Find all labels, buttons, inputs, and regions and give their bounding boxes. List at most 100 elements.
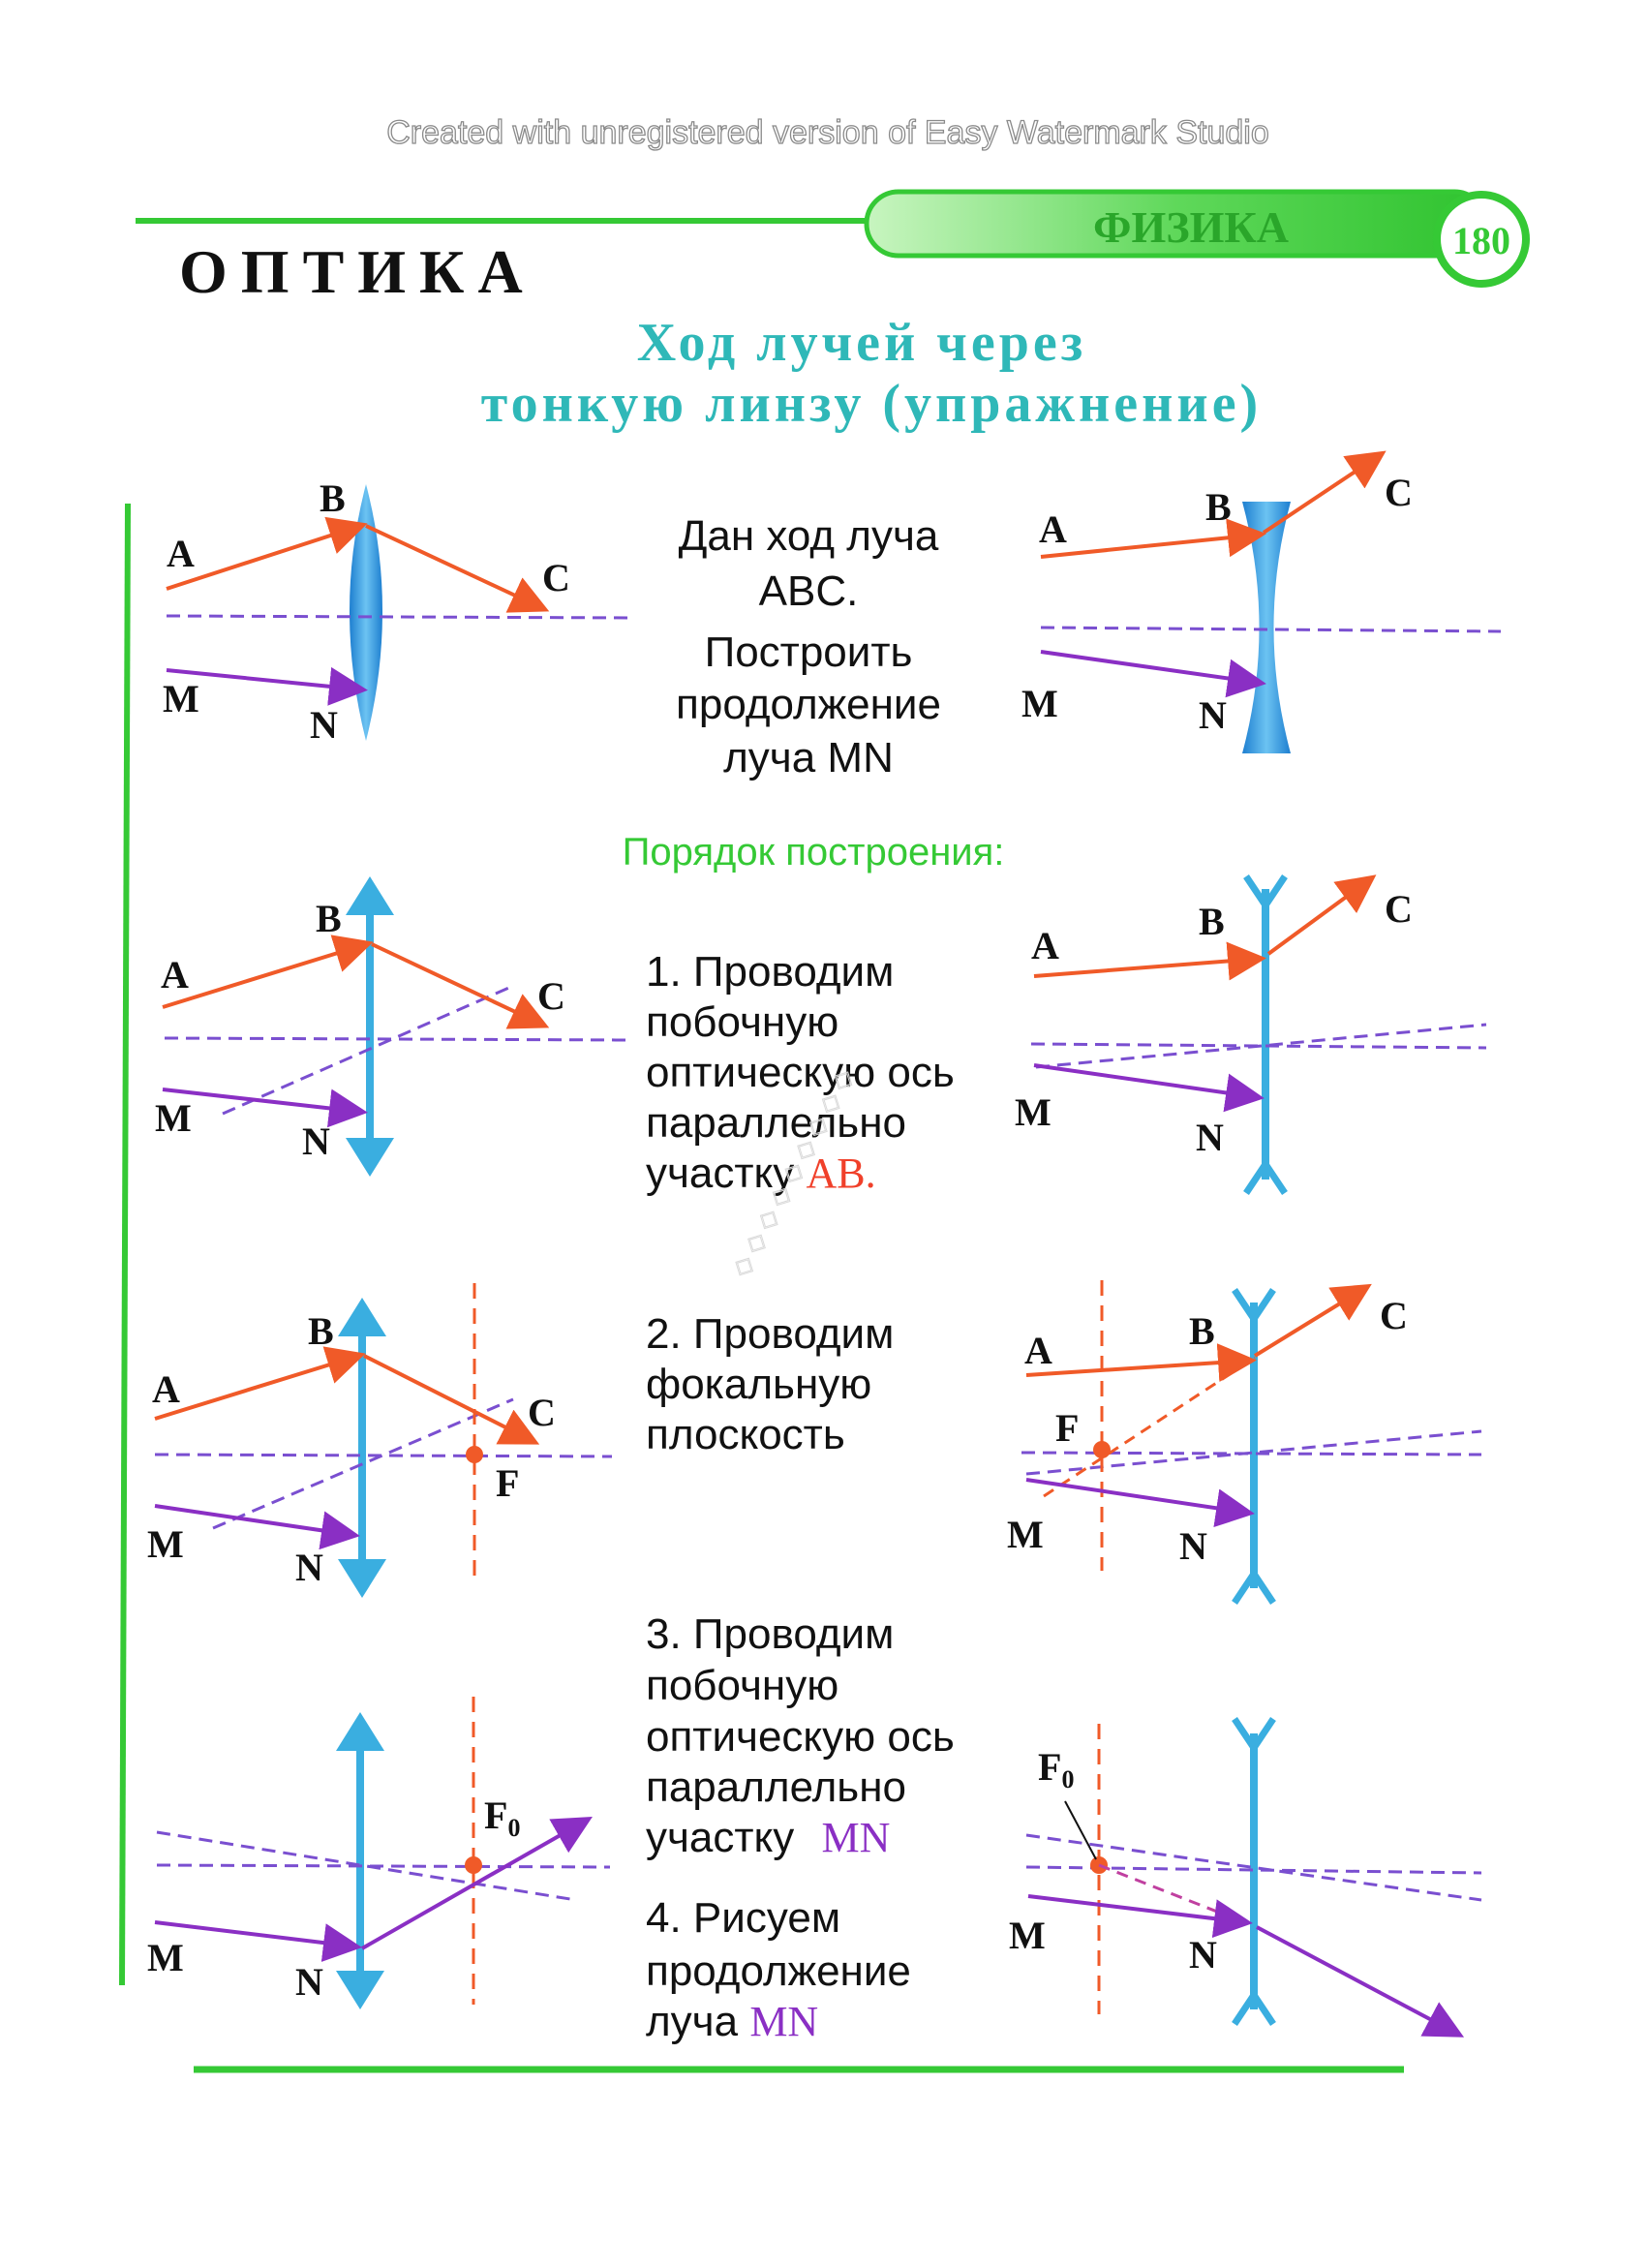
step-4-line1: 4. Рисуем bbox=[646, 1894, 840, 1942]
ray-mn bbox=[1033, 1063, 1265, 1113]
page-number: 180 bbox=[1452, 219, 1510, 262]
secondary-axis bbox=[1035, 1023, 1487, 1069]
step-3-text: 3. Проводим побочную оптическую ось пара… bbox=[646, 1610, 955, 1861]
step-2-line1: 2. Проводим bbox=[646, 1310, 894, 1358]
ray-extension-back bbox=[1043, 1356, 1256, 1498]
intro-text: Дан ход луча ABC. Построить продолжение … bbox=[676, 512, 941, 782]
label-m: M bbox=[1021, 682, 1058, 725]
label-n: N bbox=[1199, 693, 1227, 737]
lens-arrow-bottom bbox=[346, 1138, 394, 1177]
ray-mn bbox=[166, 666, 368, 706]
secondary-axis bbox=[222, 984, 514, 1116]
label-m: M bbox=[1009, 1914, 1046, 1957]
diagram-1-diverging: A B C M N bbox=[1021, 450, 1502, 753]
ray-ab bbox=[162, 935, 374, 1009]
label-f0: F0 bbox=[1038, 1745, 1074, 1793]
ray-bc bbox=[363, 1354, 540, 1445]
diverging-lens bbox=[1242, 502, 1291, 753]
ray-ab bbox=[154, 1346, 366, 1421]
ray-mn bbox=[154, 1920, 362, 1962]
ray-mn bbox=[162, 1088, 368, 1128]
f0-pointer bbox=[1064, 1800, 1097, 1860]
lens-fork-bottom bbox=[1232, 1988, 1276, 2026]
focus-point bbox=[466, 1446, 483, 1463]
step-1-line5: участку AB. bbox=[646, 1149, 876, 1197]
lens-arrow-top bbox=[336, 1712, 384, 1751]
label-m: M bbox=[147, 1522, 184, 1566]
page-title-line1: Ход лучей через bbox=[637, 313, 1087, 373]
label-c: C bbox=[537, 974, 565, 1018]
label-f: F bbox=[496, 1461, 519, 1505]
intro-line4: продолжение bbox=[676, 681, 941, 728]
diagram-2-converging: A B C M N bbox=[155, 876, 628, 1177]
label-b: B bbox=[1199, 900, 1225, 943]
step-1-prefix: участку bbox=[646, 1149, 794, 1197]
ray-ab bbox=[1033, 941, 1266, 981]
ray-mn bbox=[1025, 1478, 1255, 1528]
ray-ab bbox=[166, 516, 368, 591]
main-optical-axis bbox=[164, 1036, 628, 1042]
ray-bc bbox=[1266, 874, 1377, 956]
label-n: N bbox=[1196, 1116, 1224, 1159]
secondary-axis bbox=[156, 1830, 577, 1902]
extension-line bbox=[1098, 1863, 1245, 1924]
page-number-badge bbox=[1433, 191, 1530, 288]
converging-lens bbox=[350, 484, 382, 741]
ray-bc bbox=[1262, 450, 1387, 535]
lens-arrow-bottom bbox=[338, 1559, 386, 1598]
label-n: N bbox=[295, 1546, 323, 1589]
main-optical-axis bbox=[154, 1453, 613, 1458]
step-2-line3: плоскость bbox=[646, 1411, 845, 1458]
diagram-4-converging: F0 M N bbox=[147, 1697, 611, 2009]
order-heading: Порядок построения: bbox=[623, 831, 1005, 873]
ray-mn-continuation bbox=[1256, 1925, 1465, 2038]
label-c: C bbox=[1385, 887, 1413, 931]
label-a: A bbox=[152, 1367, 180, 1411]
label-f0-sub: 0 bbox=[1061, 1765, 1074, 1793]
label-a: A bbox=[1024, 1329, 1052, 1372]
ray-mn bbox=[154, 1504, 360, 1550]
label-a: A bbox=[1031, 924, 1059, 967]
label-n: N bbox=[310, 703, 338, 747]
step-1-line1: 1. Проводим bbox=[646, 948, 894, 996]
step-3-line2: побочную bbox=[646, 1662, 838, 1709]
label-b: B bbox=[1205, 485, 1232, 529]
label-f0-main: F bbox=[1038, 1745, 1061, 1789]
step-3-prefix: участку bbox=[646, 1814, 794, 1861]
label-b: B bbox=[316, 897, 342, 940]
watermark-text: Created with unregistered version of Eas… bbox=[386, 114, 1268, 151]
label-c: C bbox=[1385, 471, 1413, 514]
ray-mn bbox=[1027, 1894, 1253, 1939]
step-1-accent: AB. bbox=[807, 1149, 876, 1197]
label-n: N bbox=[302, 1119, 330, 1163]
left-frame-rule bbox=[119, 503, 131, 1986]
section-name: ФИЗИКА bbox=[1093, 202, 1289, 252]
label-f0: F0 bbox=[484, 1793, 520, 1842]
step-3-accent: MN bbox=[822, 1814, 891, 1861]
lens-fork-bottom bbox=[1243, 1157, 1288, 1195]
label-a: A bbox=[167, 532, 195, 575]
step-3-line3: оптическую ось bbox=[646, 1713, 955, 1761]
label-f0-sub: 0 bbox=[507, 1814, 520, 1842]
diagram-4-diverging: F0 M N bbox=[1009, 1717, 1482, 2038]
step-3-line4: параллельно bbox=[646, 1763, 906, 1811]
ray-bc bbox=[365, 524, 550, 613]
chapter-title: ОПТИКА bbox=[179, 237, 536, 306]
focus-point bbox=[465, 1856, 482, 1874]
ray-mn bbox=[1040, 650, 1266, 698]
ray-bc bbox=[371, 942, 550, 1029]
step-2-text: 2. Проводим фокальную плоскость bbox=[646, 1310, 894, 1458]
main-optical-axis bbox=[1040, 626, 1502, 633]
label-c: C bbox=[1380, 1294, 1408, 1337]
label-n: N bbox=[1179, 1524, 1207, 1568]
intro-line3: Построить bbox=[705, 628, 913, 676]
diagram-2-diverging: A B C M N bbox=[1015, 874, 1487, 1195]
step-1-line4: параллельно bbox=[646, 1099, 906, 1147]
main-optical-axis bbox=[1030, 1042, 1487, 1050]
label-m: M bbox=[155, 1096, 192, 1140]
focus-point bbox=[1093, 1441, 1111, 1458]
label-a: A bbox=[1039, 507, 1067, 551]
page-title-line2: тонкую линзу (упражнение) bbox=[481, 374, 1262, 434]
label-m: M bbox=[1007, 1513, 1044, 1556]
